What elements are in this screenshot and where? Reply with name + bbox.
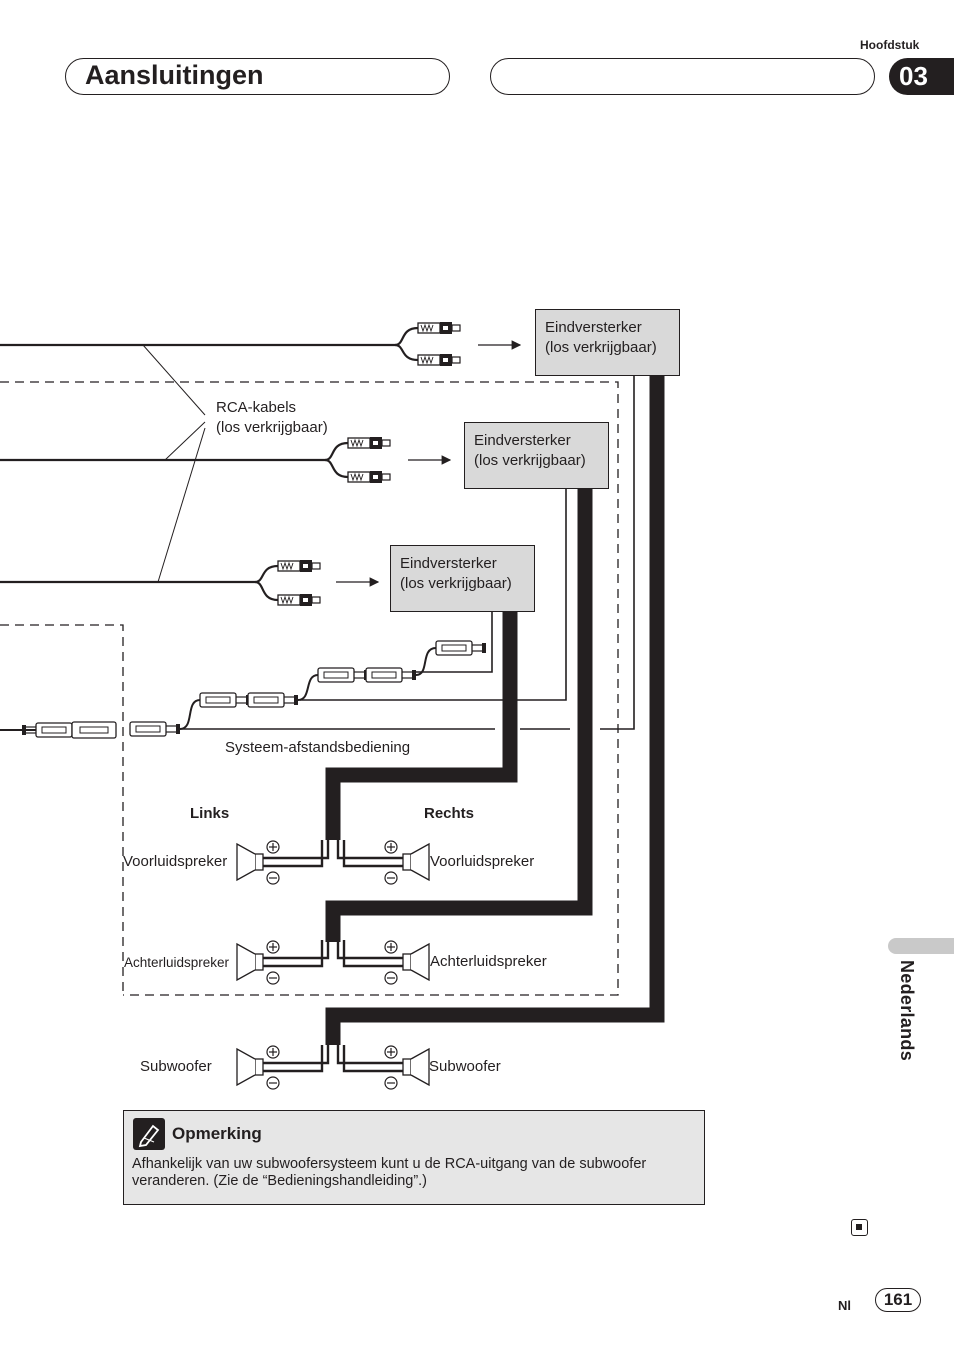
language-code: Nl [838, 1298, 851, 1313]
amplifier-box-1: Eindversterker (los verkrijgbaar) [535, 309, 680, 376]
end-of-section-icon [851, 1219, 868, 1236]
amplifier-box-2: Eindversterker (los verkrijgbaar) [464, 422, 609, 489]
rca-label-line1: RCA-kabels [216, 399, 297, 416]
amplifier-2-note: (los verkrijgbaar) [474, 452, 586, 469]
rear-left-label: Achterluidspreker [124, 955, 230, 970]
note-text: Afhankelijk van uw subwoofersysteem kunt… [132, 1156, 647, 1189]
front-right-label: Voorluidspreker [430, 853, 535, 870]
amplifier-1-note: (los verkrijgbaar) [545, 339, 657, 356]
remote-label: Systeem-afstandsbediening [225, 739, 411, 756]
amplifier-2-name: Eindversterker [474, 432, 571, 449]
right-label: Rechts [424, 805, 475, 822]
title-frame [65, 58, 450, 95]
note-title: Opmerking [172, 1124, 262, 1143]
front-left-label: Voorluidspreker [123, 853, 228, 870]
page-number: 161 [875, 1288, 921, 1312]
language-tab [888, 938, 954, 954]
sub-left-label: Subwoofer [140, 1058, 212, 1075]
amplifier-3-name: Eindversterker [400, 555, 497, 572]
rear-right-label: Achterluidspreker [430, 953, 547, 970]
rca-label: RCA-kabels (los verkrijgbaar) [216, 398, 328, 438]
chapter-number: 03 [889, 58, 954, 95]
page-title: Aansluitingen [85, 60, 264, 90]
sub-right-label: Subwoofer [429, 1058, 501, 1075]
amplifier-1-name: Eindversterker [545, 319, 642, 336]
language-label: Nederlands [897, 960, 917, 1062]
rca-label-line2: (los verkrijgbaar) [216, 419, 328, 436]
amplifier-3-note: (los verkrijgbaar) [400, 575, 512, 592]
blank-header-frame [490, 58, 875, 95]
left-label: Links [190, 805, 230, 822]
chapter-label: Hoofdstuk [860, 38, 920, 52]
pencil-icon [133, 1118, 165, 1150]
note-box [123, 1110, 705, 1205]
amplifier-box-3: Eindversterker (los verkrijgbaar) [390, 545, 535, 612]
